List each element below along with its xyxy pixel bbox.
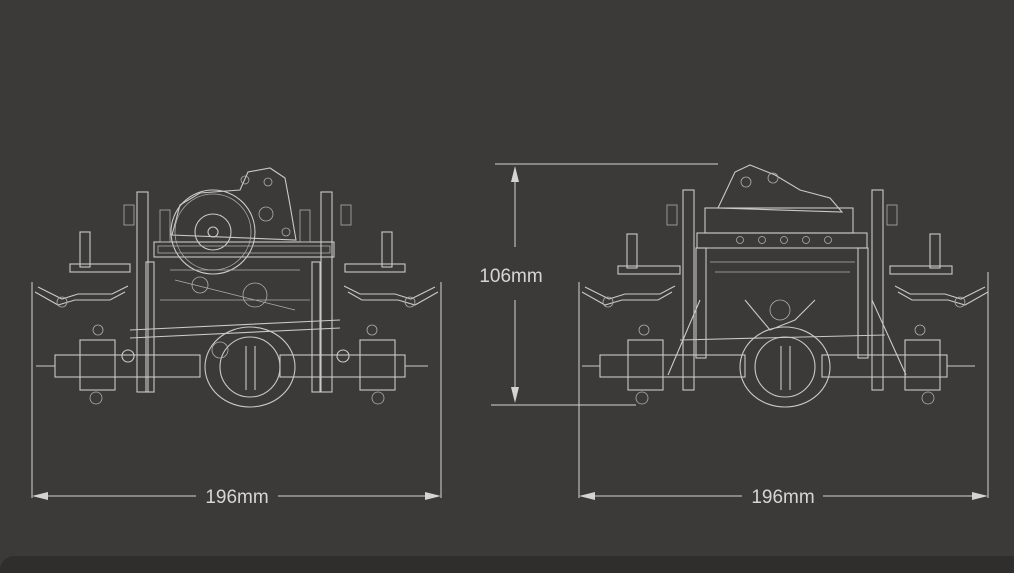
height-dimension: 106mm <box>479 163 718 406</box>
width-dimension-right: 196mm <box>578 272 989 508</box>
front-chassis-view: 196mm <box>31 167 442 508</box>
width-dimension-left: 196mm <box>31 282 442 508</box>
bottom-strip <box>0 556 1014 573</box>
width-label-left: 196mm <box>205 487 268 508</box>
width-label-right: 196mm <box>751 487 814 508</box>
rear-chassis-view: 196mm 106mm <box>479 163 989 508</box>
height-label: 106mm <box>479 266 542 287</box>
